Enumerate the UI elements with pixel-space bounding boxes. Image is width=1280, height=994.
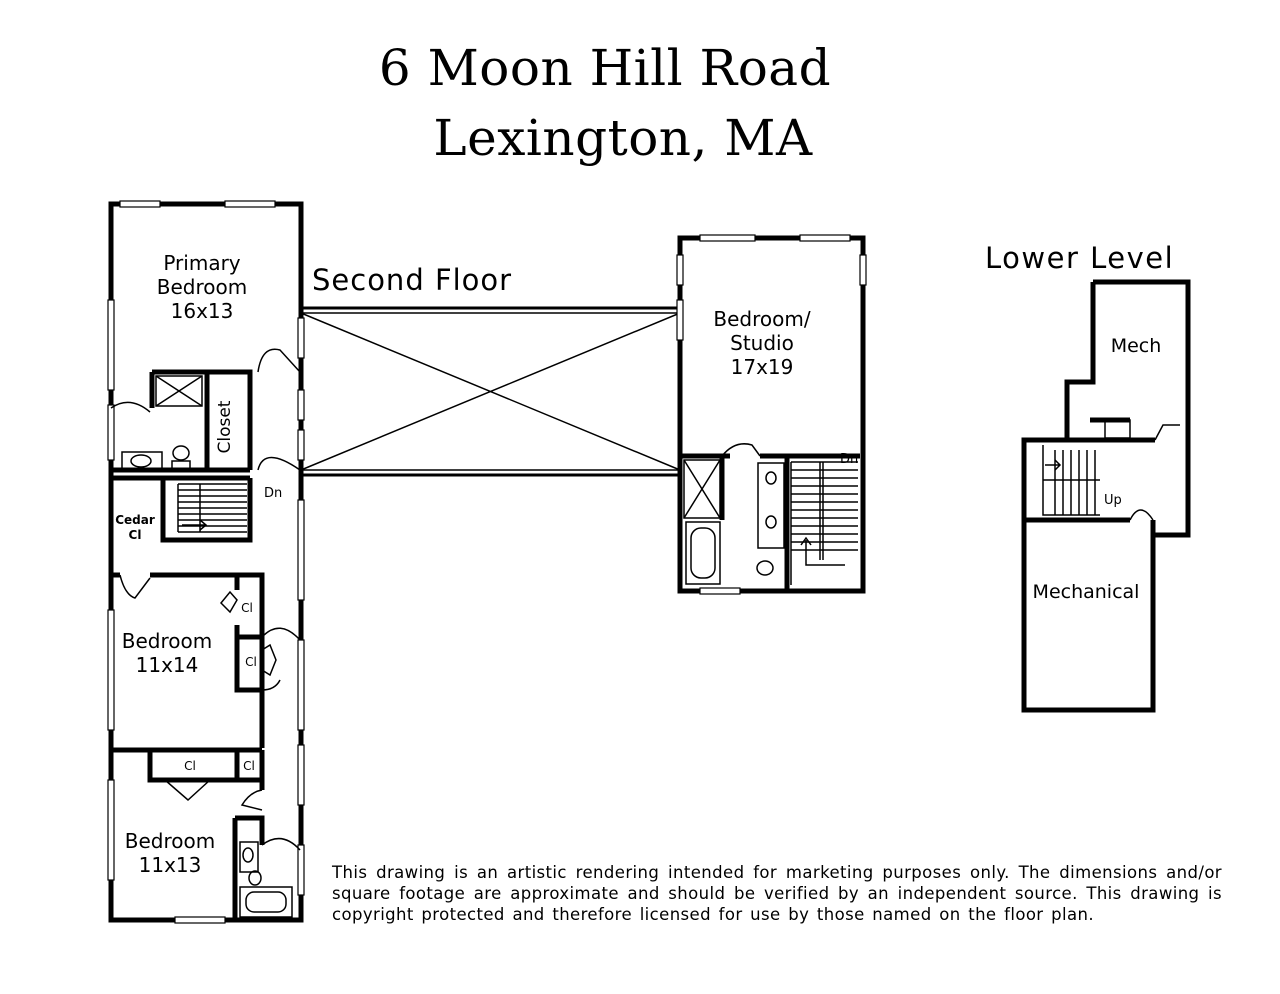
stairs-down-label-right: Dn [840,452,858,467]
second-floor-label: Second Floor [312,263,512,297]
closet-abbr-2: Cl [245,655,257,669]
mech-label: Mech [1111,335,1162,357]
stairs-up-label: Up [1104,493,1122,508]
left-wing [107,200,305,924]
studio-label-1: Bedroom/ [713,307,810,331]
bedroom-2-dims: 11x14 [136,653,199,677]
studio-label-2: Studio [730,331,794,355]
open-to-below [300,306,681,477]
closet-label: Closet [215,400,235,453]
primary-bedroom-label-1: Primary [163,251,240,275]
primary-bedroom-dims: 16x13 [171,299,234,323]
primary-bedroom-label-2: Bedroom [157,275,247,299]
address-line-2: Lexington, MA [433,109,813,167]
studio-outline [677,235,866,594]
closet-abbr-4: Cl [243,759,255,773]
mechanical-label: Mechanical [1033,581,1140,603]
stairs-down-label-left: Dn [264,486,282,501]
lower-level-label: Lower Level [985,241,1174,275]
address-line-1: 6 Moon Hill Road [378,39,832,97]
studio-wing [676,234,867,595]
closet-abbr-3: Cl [184,759,196,773]
bedroom-2-label: Bedroom [122,629,212,653]
bedroom-3-dims: 11x13 [139,853,202,877]
closet-abbr-1: Cl [241,601,253,615]
studio-dims: 17x19 [731,355,794,379]
bedroom-3-label: Bedroom [125,829,215,853]
disclaimer-text: This drawing is an artistic rendering in… [332,863,1222,924]
lower-level [1021,279,1191,713]
cedar-closet-label-2: Cl [129,528,142,542]
cedar-closet-label-1: Cedar [115,513,155,527]
